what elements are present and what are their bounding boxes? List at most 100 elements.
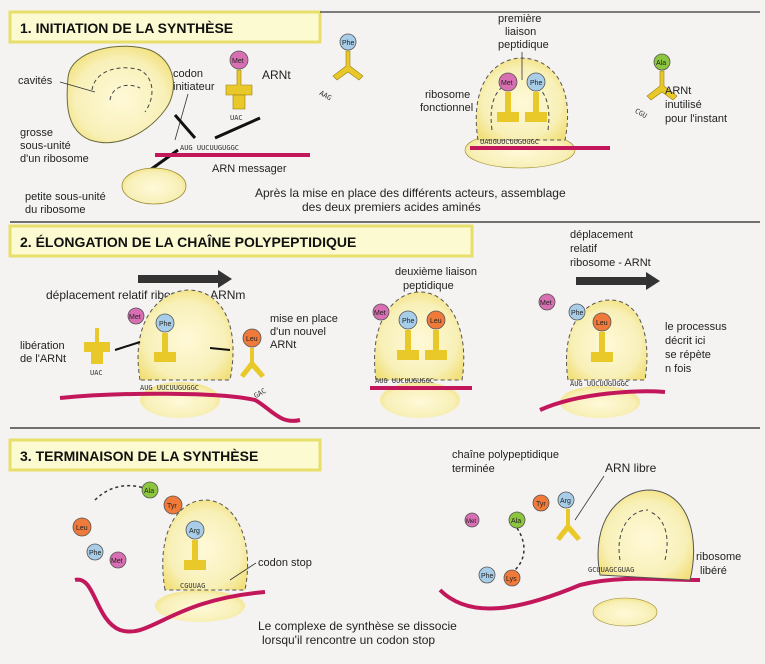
label-processus-4: n fois xyxy=(665,363,692,375)
label-arn-messager: ARN messager xyxy=(212,163,287,175)
label-grosse-1: grosse xyxy=(20,127,53,139)
label-codon-stop: codon stop xyxy=(258,557,312,569)
aa-met-1-label: Met xyxy=(232,58,244,65)
aa-met-1 xyxy=(229,50,249,70)
aa-phe-5-label: Phe xyxy=(571,310,584,317)
section-3-header-box xyxy=(8,438,322,472)
label-arn-libre: ARN libre xyxy=(605,461,657,475)
label-premiere-1: première xyxy=(498,13,541,25)
label-processus-3: se répète xyxy=(665,349,711,361)
aa-phe-7-label: Phe xyxy=(481,573,494,580)
label-ribo-libere-2: libéré xyxy=(700,565,727,577)
aa-phe-4-label: Phe xyxy=(402,318,415,325)
label-arnt-inutil-3: pour l'instant xyxy=(665,113,727,125)
ribosome-elong-c: Met Phe Leu AUG UUCUUGUGGC xyxy=(538,293,666,418)
section-1-title: 1. INITIATION DE LA SYNTHÈSE xyxy=(20,20,233,36)
label-depl-arnt-3: ribosome - ARNt xyxy=(570,257,651,269)
label-depl-arnm: déplacement relatif ribosome - ARNm xyxy=(46,288,245,302)
aa-leu-2-label: Leu xyxy=(430,318,442,325)
label-processus-2: décrit ici xyxy=(665,335,705,347)
arrow-arnm xyxy=(138,275,218,283)
label-processus-1: le processus xyxy=(665,321,727,333)
label-petite-1: petite sous-unité xyxy=(25,191,106,203)
label-arnt-1: ARNt xyxy=(262,68,291,82)
label-chaine-2: terminée xyxy=(452,463,495,475)
aa-ala-2-label: Ala xyxy=(144,488,154,495)
ribosome-elong-b: Met Phe Leu AUG UUCUUGUGGC xyxy=(370,291,472,418)
section-1-header-box xyxy=(8,10,322,44)
aa-arg-1-label: Arg xyxy=(189,528,200,535)
mrna-1-sequence: AUG UUCUUGUGGC xyxy=(180,144,239,152)
section-termination: 3. TERMINAISON DE LA SYNTHÈSE Ala Tyr Ar… xyxy=(8,438,741,647)
aa-phe-3-label: Phe xyxy=(159,321,172,328)
aa-tyr-2-label: Tyr xyxy=(536,501,546,508)
caption-1-line-2: des deux premiers acides aminés xyxy=(302,200,481,214)
trna-released: UAC xyxy=(84,328,141,377)
functional-ribosome: Met Phe UAUGUUCUUGUGGC xyxy=(464,57,610,169)
label-codon-1: codon xyxy=(173,68,203,80)
section-initiation: 1. INITIATION DE LA SYNTHÈSE cavités gro… xyxy=(8,10,760,223)
label-arnt-inutil-2: inutilisé xyxy=(665,99,702,111)
label-arnt-inutil-1: ARNt xyxy=(665,85,691,97)
ribosome-elong-a: Met Phe AUG UUCUUGUGGC xyxy=(59,289,301,423)
aa-leu-4-label: Leu xyxy=(76,525,88,532)
trna-met-1: Met UAC xyxy=(225,50,253,122)
label-mise-1: mise en place xyxy=(270,313,338,325)
label-chaine-1: chaîne polypeptidique xyxy=(452,449,559,461)
aa-leu-1-label: Leu xyxy=(246,336,258,343)
aa-met-4-label: Met xyxy=(374,310,386,317)
mrna-3-sequence: AUG UUCUUGUGGC xyxy=(140,384,199,392)
aa-met-3-label: Met xyxy=(129,314,141,321)
anticodon-cgu: CGU xyxy=(633,107,648,120)
trna-phe-free: Phe AAG xyxy=(318,33,364,102)
label-deuxieme-2: peptidique xyxy=(403,280,454,292)
section-2-title: 2. ÉLONGATION DE LA CHAÎNE POLYPEPTIDIQU… xyxy=(20,233,356,250)
label-ribo-fonc-1: ribosome xyxy=(425,89,470,101)
mrna-end-sequence: GCUUAGCGUAG xyxy=(588,566,634,574)
section-2-header-box xyxy=(8,224,474,258)
label-depl-arnt-1: déplacement xyxy=(570,229,633,241)
label-liberation-1: libération xyxy=(20,340,65,352)
mrna-1: AUG UUCUUGUGGC xyxy=(155,144,310,157)
label-ribo-libere-1: ribosome xyxy=(696,551,741,563)
mrna-4-sequence: AUG UUCUUGUGGC xyxy=(375,377,434,385)
caption-1-line-1: Après la mise en place des différents ac… xyxy=(255,186,566,200)
aa-phe-free-label: Phe xyxy=(342,40,355,47)
label-deuxieme-1: deuxième liaison xyxy=(395,266,477,278)
label-codon-2: initiateur xyxy=(173,81,215,93)
anticodon-uac-2: UAC xyxy=(90,369,103,377)
section-3-title: 3. TERMINAISON DE LA SYNTHÈSE xyxy=(20,448,258,464)
aa-met-5-label: Met xyxy=(540,300,552,307)
caption-3-line-1: Le complexe de synthèse se dissocie xyxy=(258,619,457,633)
aa-phe-2-label: Phe xyxy=(530,80,543,87)
aa-tyr-1-label: Tyr xyxy=(167,503,177,510)
aa-leu-3-label: Leu xyxy=(596,320,608,327)
aa-lys-label: Lys xyxy=(506,576,517,583)
anticodon-gac: GAC xyxy=(253,387,268,400)
trna-ala-unused: Ala CGU xyxy=(633,53,678,120)
aa-ala-3-label: Ala xyxy=(511,518,521,525)
label-grosse-2: sous-unité xyxy=(20,140,71,152)
label-depl-arnt-2: relatif xyxy=(570,243,598,255)
label-premiere-3: peptidique xyxy=(498,39,549,51)
aa-phe-6-label: Phe xyxy=(89,550,102,557)
small-subunit xyxy=(121,167,187,205)
aa-ala-1-label: Ala xyxy=(656,60,666,67)
label-cavites: cavités xyxy=(18,75,53,87)
label-liberation-2: de l'ARNt xyxy=(20,353,66,365)
caption-3-line-2: lorsqu'il rencontre un codon stop xyxy=(262,633,435,647)
arrow-arnt xyxy=(576,277,646,285)
ribosome-term: Ala Tyr Arg Leu Phe Met CGUUAG xyxy=(72,481,266,634)
label-premiere-2: liaison xyxy=(505,26,536,38)
mrna-5-sequence: AUG UUCUUGUGGC xyxy=(570,380,629,388)
aa-met-2-label: Met xyxy=(501,80,513,87)
anticodon-uac-1: UAC xyxy=(230,114,243,122)
label-ribo-fonc-2: fonctionnel xyxy=(420,102,473,114)
aa-met-7-label: Met xyxy=(466,519,476,525)
section-elongation: 2. ÉLONGATION DE LA CHAÎNE POLYPEPTIDIQU… xyxy=(8,224,760,429)
mrna-2-sequence: UAUGUUCUUGUGGC xyxy=(480,138,539,146)
label-mise-2: d'un nouvel xyxy=(270,326,326,338)
dissociated-complex: Met Ala Tyr Arg Phe Lys GCUUAGCGUAG xyxy=(438,489,701,627)
label-mise-3: ARNt xyxy=(270,339,296,351)
